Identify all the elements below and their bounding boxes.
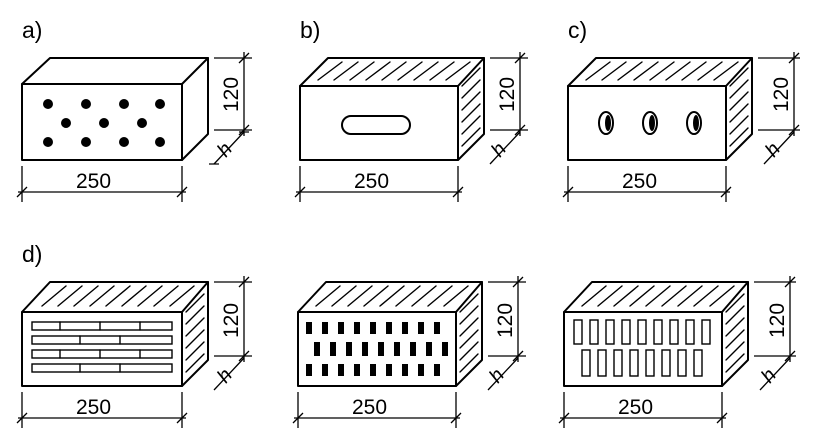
- panel-b: b) 250 120 h: [294, 17, 528, 202]
- depth-label-d2: h: [485, 365, 509, 388]
- dim-width-b: 250: [294, 166, 464, 202]
- width-label-c: 250: [622, 170, 657, 193]
- dim-depth-c: h: [761, 131, 795, 165]
- panel-d2: 250 120 h: [292, 276, 526, 428]
- panel-a: a) 250 120 h: [16, 17, 252, 202]
- top-grooves-b: [317, 61, 471, 81]
- dim-width-d3: 250: [558, 392, 728, 428]
- brick-c: [567, 57, 753, 161]
- vertical-cells-d2: [306, 322, 448, 376]
- brick-d1: [21, 281, 209, 387]
- height-label-d2: 120: [494, 303, 517, 338]
- brick-a: [21, 57, 209, 161]
- dim-depth-d2: h: [485, 357, 519, 391]
- depth-label-d1: h: [213, 365, 237, 388]
- side-grooves-b: [461, 67, 481, 147]
- panel-d1: d) 250 12: [16, 241, 252, 428]
- dim-depth-a: h: [209, 131, 249, 165]
- depth-label-a: h: [213, 139, 237, 162]
- height-label-c: 120: [770, 77, 793, 112]
- panel-c-label: c): [568, 17, 587, 43]
- brick-d3: [563, 281, 749, 387]
- dim-height-a: 120: [214, 52, 252, 136]
- dim-depth-d1: h: [213, 357, 245, 391]
- brick-d2: [297, 281, 483, 387]
- panel-b-label: b): [300, 17, 320, 43]
- slot-hole-b: [341, 115, 411, 135]
- dim-height-d1: 120: [214, 276, 252, 362]
- side-grooves-d2: [459, 293, 479, 373]
- depth-label-d3: h: [757, 365, 781, 388]
- dim-height-b: 120: [490, 52, 528, 136]
- width-label-d1: 250: [76, 396, 111, 419]
- top-grooves-d1: [41, 285, 195, 307]
- panel-d3: 250 120 h: [558, 276, 796, 428]
- panel-c: c) 250 120: [562, 17, 800, 202]
- perforation-holes: [43, 99, 165, 147]
- height-label-a: 120: [220, 77, 243, 112]
- top-grooves-d3: [581, 285, 735, 307]
- panel-a-label: a): [22, 17, 42, 43]
- side-grooves-d3: [725, 293, 745, 373]
- dim-width-d1: 250: [16, 392, 188, 428]
- top-grooves-d2: [315, 285, 469, 307]
- side-grooves-d1: [185, 293, 205, 373]
- top-grooves-c: [585, 61, 739, 81]
- height-label-b: 120: [496, 77, 519, 112]
- tall-cells-d3: [573, 319, 711, 377]
- width-label-a: 250: [76, 170, 111, 193]
- height-label-d3: 120: [766, 303, 789, 338]
- dim-width-a: 250: [16, 166, 188, 202]
- panel-d-label: d): [22, 241, 42, 267]
- depth-label-b: h: [487, 139, 511, 162]
- width-label-d3: 250: [618, 396, 653, 419]
- oval-holes-c: [598, 111, 702, 135]
- brick-b: [299, 57, 485, 161]
- dim-width-d2: 250: [292, 392, 462, 428]
- height-label-d1: 120: [220, 303, 243, 338]
- dim-depth-b: h: [487, 131, 521, 165]
- dim-depth-d3: h: [757, 357, 791, 391]
- horizontal-slots-d1: [31, 321, 173, 373]
- dim-width-c: 250: [562, 166, 732, 202]
- dim-height-d3: 120: [754, 276, 796, 362]
- width-label-b: 250: [354, 170, 389, 193]
- dim-height-c: 120: [758, 52, 800, 136]
- side-grooves-c: [729, 67, 749, 147]
- dim-height-d2: 120: [488, 276, 526, 362]
- depth-label-c: h: [761, 139, 785, 162]
- width-label-d2: 250: [352, 396, 387, 419]
